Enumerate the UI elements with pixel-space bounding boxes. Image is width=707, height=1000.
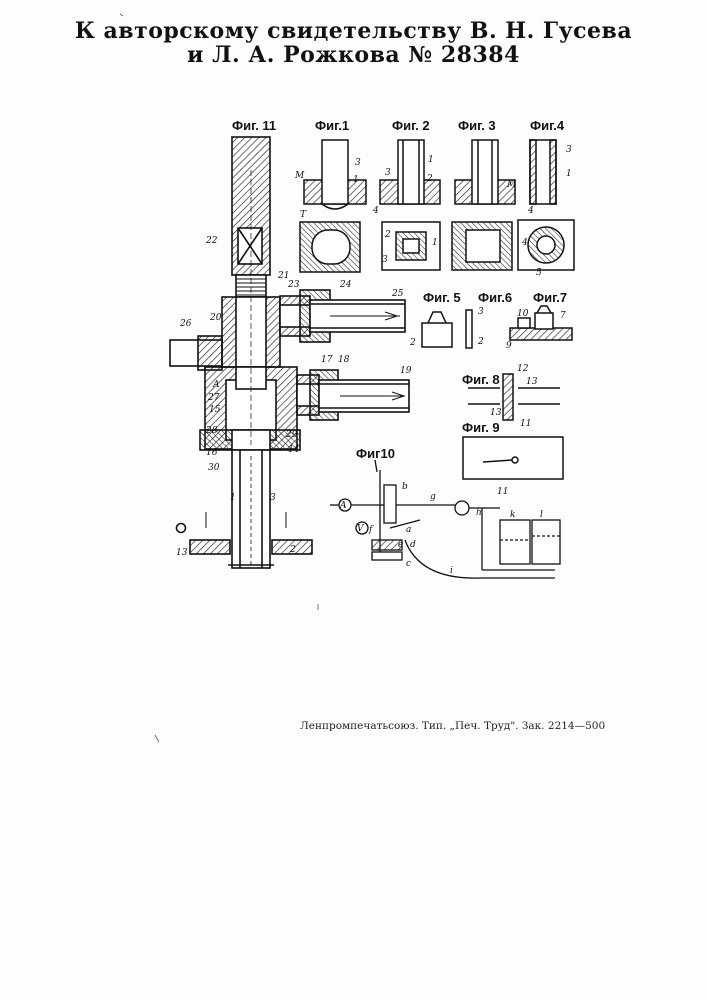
svg-text:22: 22 (205, 236, 218, 246)
svg-text:M: M (294, 171, 305, 181)
svg-text:5: 5 (536, 268, 542, 278)
svg-text:e: e (398, 540, 403, 550)
svg-text:k: k (510, 510, 515, 520)
svg-text:f: f (368, 525, 374, 535)
svg-text:1: 1 (566, 169, 572, 179)
fig6-label: Фиг.6 (478, 290, 512, 305)
fig5-label: Фиг. 5 (423, 290, 461, 305)
svg-text:11: 11 (497, 487, 508, 497)
svg-text:1: 1 (230, 493, 236, 503)
svg-text:V: V (357, 524, 365, 534)
svg-text:18: 18 (338, 355, 350, 365)
fig11-label: Фиг. 11 (232, 118, 276, 133)
svg-text:10: 10 (517, 309, 529, 319)
svg-text:l: l (540, 510, 543, 520)
svg-text:27: 27 (207, 393, 220, 403)
svg-text:4: 4 (372, 206, 379, 216)
svg-text:3: 3 (566, 145, 572, 155)
svg-text:24: 24 (339, 280, 352, 290)
svg-text:4: 4 (521, 238, 528, 248)
svg-text:7: 7 (560, 311, 566, 321)
svg-text:2: 2 (426, 174, 433, 184)
svg-text:1: 1 (432, 238, 438, 248)
svg-text:3: 3 (270, 493, 276, 503)
svg-text:11: 11 (520, 419, 531, 429)
svg-text:26: 26 (179, 319, 192, 329)
svg-text:12: 12 (517, 364, 529, 374)
svg-text:g: g (430, 492, 436, 502)
svg-text:3: 3 (478, 307, 484, 317)
fig4-label: Фиг.4 (530, 118, 564, 133)
svg-text:c: c (406, 559, 411, 569)
printer-imprint: Ленпромпечатьсоюз. Тип. „Печ. Труд". Зак… (300, 720, 605, 732)
fig10-label: Фиг10 (356, 446, 395, 461)
svg-text:14: 14 (288, 445, 300, 455)
svg-text:16: 16 (206, 448, 218, 458)
fig8-label: Фиг. 8 (462, 372, 500, 387)
svg-text:29: 29 (285, 430, 298, 440)
fig1-label: Фиг.1 (315, 118, 349, 133)
svg-text:i: i (450, 566, 453, 576)
svg-text:2: 2 (477, 337, 484, 347)
svg-text:T: T (300, 210, 307, 220)
fig5-7-parts (422, 306, 572, 348)
svg-text:3: 3 (385, 168, 391, 178)
svg-text:19: 19 (400, 366, 412, 376)
svg-text:2: 2 (384, 230, 391, 240)
svg-text:15: 15 (209, 405, 221, 415)
svg-text:2: 2 (409, 338, 416, 348)
fig9-label: Фиг. 9 (462, 420, 500, 435)
svg-text:d: d (410, 540, 416, 550)
svg-text:A: A (212, 380, 220, 390)
fig11-assembly (170, 137, 409, 568)
svg-text:1: 1 (353, 175, 359, 185)
svg-text:2: 2 (289, 545, 296, 555)
svg-text:b: b (402, 482, 408, 492)
svg-text:13: 13 (176, 548, 188, 558)
svg-text:a: a (406, 525, 411, 535)
svg-text:28: 28 (205, 426, 218, 436)
svg-text:4: 4 (527, 206, 534, 216)
svg-text:3: 3 (382, 255, 388, 265)
svg-text:A: A (339, 501, 347, 511)
svg-text:h: h (476, 508, 482, 518)
svg-text:9: 9 (506, 341, 512, 351)
svg-text:17: 17 (321, 355, 333, 365)
svg-text:23: 23 (287, 280, 300, 290)
svg-text:20: 20 (209, 313, 222, 323)
svg-text:25: 25 (391, 289, 404, 299)
fig2-label: Фиг. 2 (392, 118, 430, 133)
fig3-label: Фиг. 3 (458, 118, 496, 133)
svg-text:M: M (506, 180, 517, 190)
svg-text:13: 13 (490, 408, 502, 418)
fig7-label: Фиг.7 (533, 290, 567, 305)
svg-text:1: 1 (428, 155, 434, 165)
svg-text:3: 3 (355, 158, 361, 168)
svg-text:13: 13 (526, 377, 538, 387)
svg-text:30: 30 (208, 463, 220, 473)
